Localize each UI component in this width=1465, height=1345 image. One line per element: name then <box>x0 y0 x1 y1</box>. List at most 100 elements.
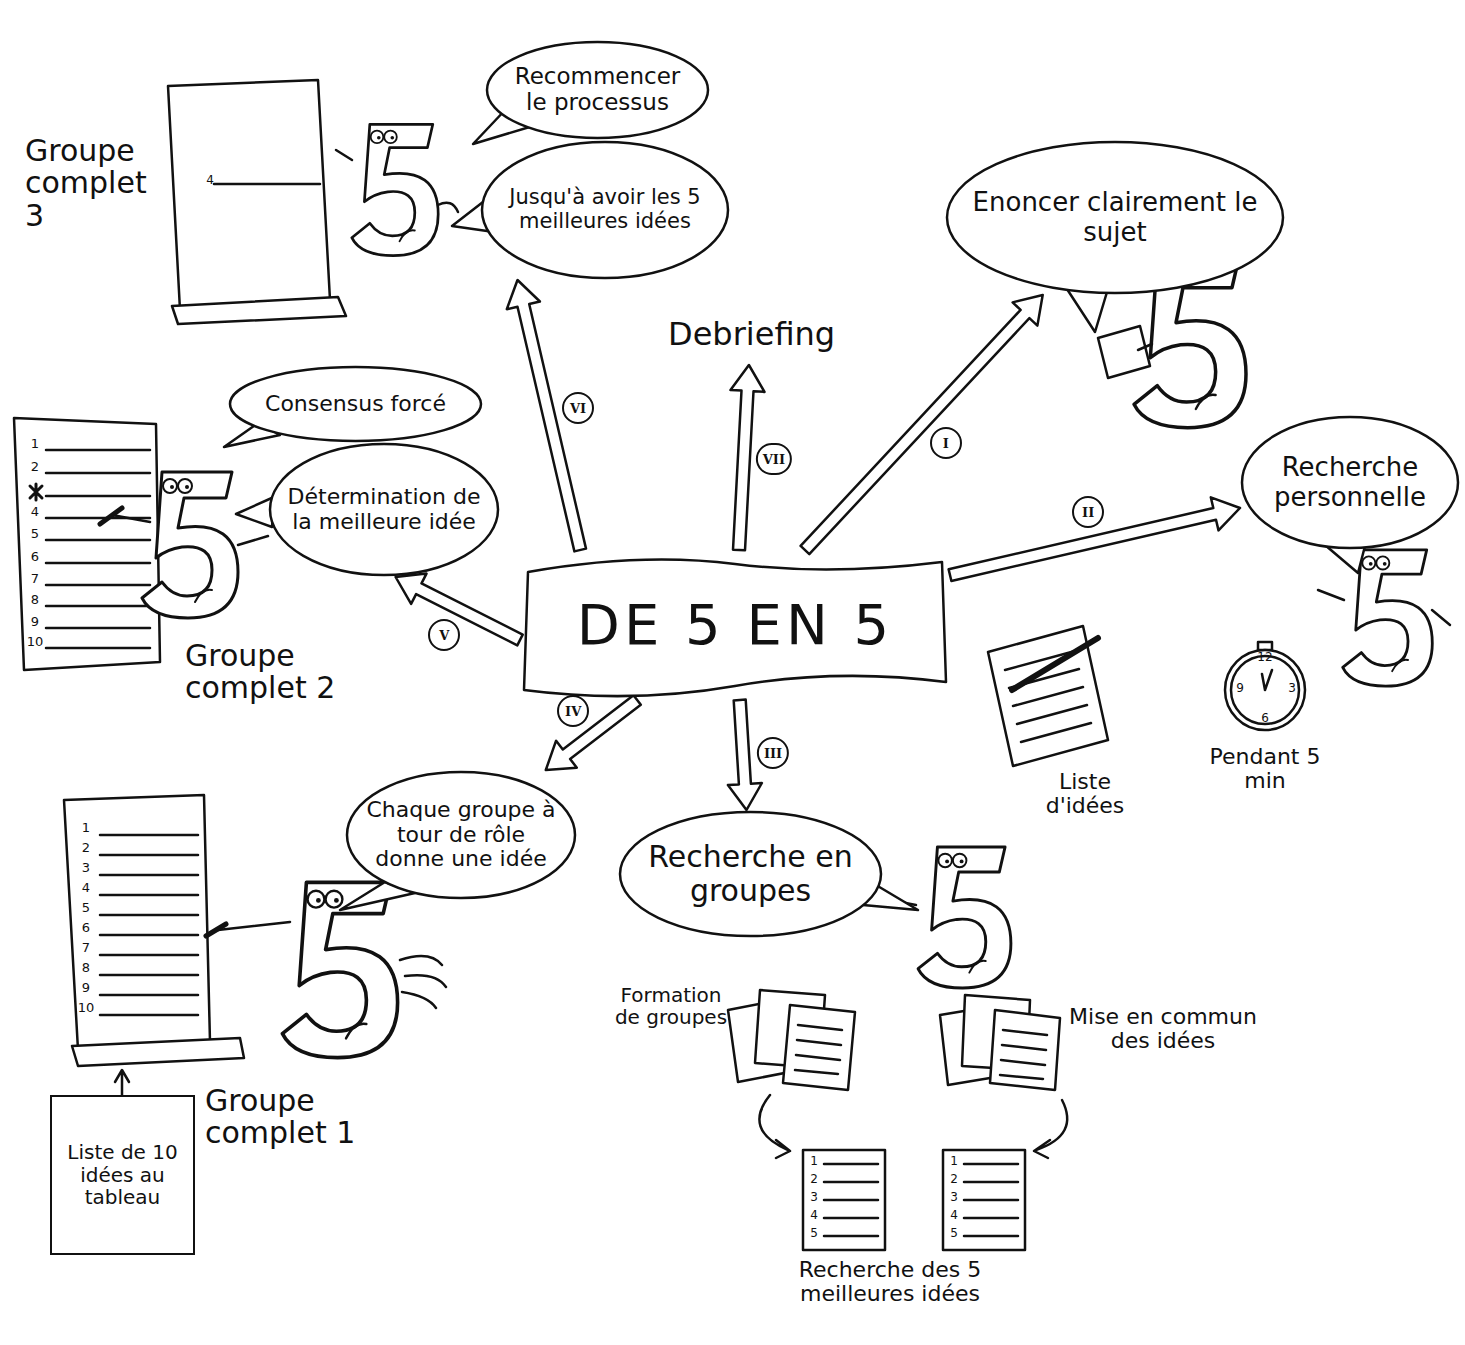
character-arm <box>1138 344 1152 350</box>
writing-line <box>1005 651 1091 742</box>
row-number: 7 <box>74 941 98 955</box>
row-number: 5 <box>806 1227 822 1240</box>
step-number: VII <box>756 443 792 475</box>
hollow-arrow <box>801 295 1043 554</box>
cross-mark <box>30 484 42 500</box>
row-number: 1 <box>74 821 98 835</box>
row-number: 9 <box>24 615 46 629</box>
marker-pen <box>100 508 122 524</box>
connector-arrow <box>949 497 1240 581</box>
writing-line <box>100 835 198 1015</box>
node-text: Enoncer clairement le sujet <box>969 188 1261 246</box>
idea-list-paper <box>988 626 1108 766</box>
row-number: 8 <box>24 593 46 607</box>
node-text: Jusqu'à avoir les 5 meilleures idées <box>500 186 710 233</box>
node-text: Liste de 10 idées au tableau <box>58 1141 187 1208</box>
annotation-label: Recherche des 5 meilleures idées <box>755 1258 1025 1306</box>
annotation-label: Groupe complet 2 <box>185 640 355 705</box>
row-number: 1 <box>806 1155 822 1168</box>
flipchart-group-2 <box>14 418 160 670</box>
five-character <box>142 472 238 618</box>
row-number: 7 <box>24 572 46 586</box>
row-number: 1 <box>946 1155 962 1168</box>
step-number: II <box>1072 496 1104 528</box>
row-number: 3 <box>806 1191 822 1204</box>
marker-pen <box>206 924 226 936</box>
five-character <box>918 847 1011 988</box>
stopwatch-hands <box>1262 670 1272 690</box>
row-number: 4 <box>200 174 220 187</box>
row-number: 3 <box>74 861 98 875</box>
row-number: 10 <box>74 1001 98 1015</box>
row-number: 9 <box>1230 682 1250 695</box>
character-arm <box>218 922 446 1008</box>
paper-stack-sharing <box>940 995 1060 1090</box>
node-text: Détermination de la meilleure idée <box>287 485 482 534</box>
row-number: 3 <box>946 1191 962 1204</box>
row-number: 8 <box>74 961 98 975</box>
node-text: Recommencer le processus <box>505 64 690 116</box>
connector-arrow <box>801 295 1043 554</box>
bubble-tail <box>1325 545 1365 573</box>
flipchart-ledge <box>172 297 346 324</box>
annotation-label: Pendant 5 min <box>1205 745 1325 793</box>
pen <box>1012 638 1098 690</box>
paper-sheet <box>990 1010 1060 1090</box>
flipchart-sheet <box>64 795 210 1050</box>
node-text: Chaque groupe à tour de rôle donne une i… <box>364 798 559 872</box>
row-number: 3 <box>1282 682 1302 695</box>
flipchart-ledge <box>72 1038 244 1066</box>
flipchart-group-3 <box>168 80 346 324</box>
paper-sheet <box>988 626 1108 766</box>
row-number: 5 <box>24 527 46 541</box>
stopwatch-case <box>1225 650 1305 730</box>
best-ideas-papers <box>759 1095 1067 1250</box>
flipchart-sheet <box>14 418 160 670</box>
paper-stack-formation <box>728 990 855 1090</box>
speech-bubble: Consensus forcé <box>228 365 483 443</box>
speech-bubble: Recherche en groupes <box>618 810 883 938</box>
bubble-body <box>482 142 728 278</box>
row-number: 9 <box>74 981 98 995</box>
row-number: 4 <box>946 1209 962 1222</box>
row-number: 4 <box>74 881 98 895</box>
curved-arrow <box>1034 1100 1067 1158</box>
banner-body <box>524 560 946 697</box>
annotation-label: Groupe complet 1 <box>205 1085 375 1150</box>
row-number: 2 <box>24 460 46 474</box>
node-text: Recherche en groupes <box>639 840 862 907</box>
step-number: I <box>930 427 962 459</box>
writing-line <box>46 450 150 648</box>
central-banner: DE 5 EN 5 <box>520 550 950 700</box>
annotation-label: Formation de groupes <box>612 985 730 1028</box>
writing-line <box>824 1164 878 1236</box>
flipchart-sheet <box>168 80 330 310</box>
step-number: IV <box>557 695 589 727</box>
row-number: 6 <box>1255 712 1275 725</box>
connector-arrow <box>546 695 641 770</box>
row-number: 12 <box>1253 651 1277 664</box>
step-number: III <box>757 737 789 769</box>
speech-bubble: Enoncer clairement le sujet <box>945 140 1285 295</box>
bubble-body <box>270 444 498 575</box>
speech-bubble: Jusqu'à avoir les 5 meilleures idées <box>480 140 730 280</box>
row-number: 6 <box>24 550 46 564</box>
row-number: 4 <box>806 1209 822 1222</box>
row-number: 1 <box>24 437 46 451</box>
writing-line <box>214 183 320 186</box>
annotation-label: Groupe complet 3 <box>25 135 175 232</box>
bubble-body <box>347 772 575 898</box>
node-text: DE 5 EN 5 <box>577 594 893 657</box>
character-arm <box>1318 590 1450 625</box>
speech-bubble: Chaque groupe à tour de rôle donne une i… <box>345 770 577 900</box>
row-number: 5 <box>74 901 98 915</box>
row-number: 4 <box>24 505 46 519</box>
step-number: V <box>428 619 460 651</box>
paper-sheet <box>783 1005 855 1090</box>
speech-bubble: Détermination de la meilleure idée <box>268 442 500 577</box>
paper-sheet <box>943 1150 1025 1250</box>
row-number: 5 <box>946 1227 962 1240</box>
hollow-arrow <box>546 695 641 770</box>
paper-sheet <box>803 1150 885 1250</box>
hollow-arrow <box>949 497 1240 581</box>
